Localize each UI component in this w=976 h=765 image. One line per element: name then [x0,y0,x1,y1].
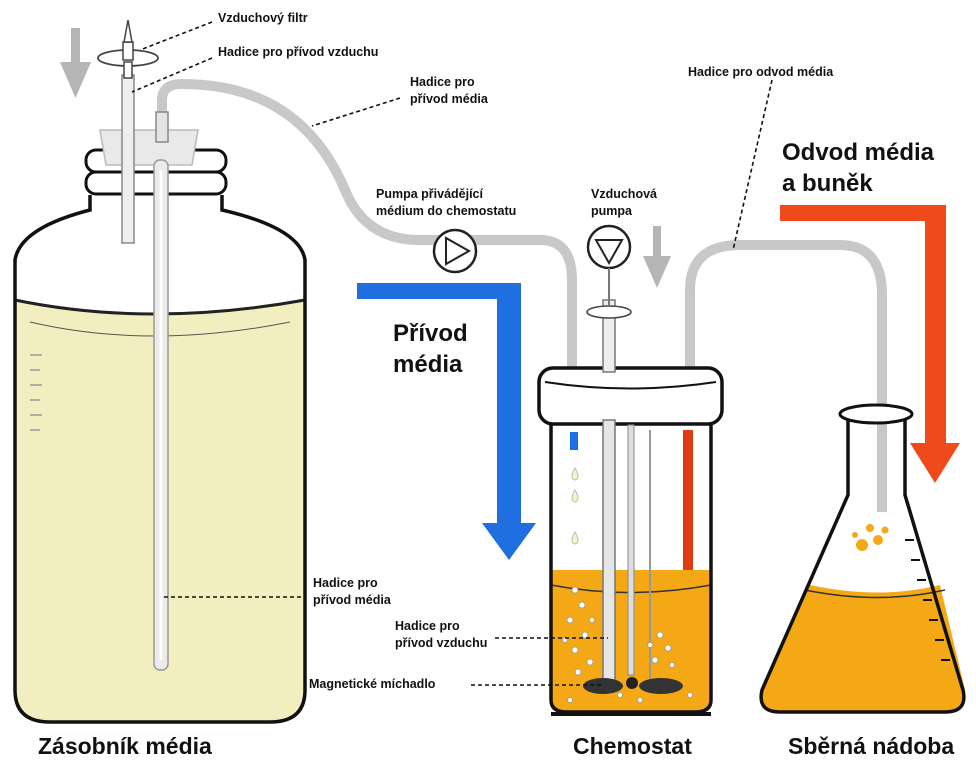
medium-outlet-tube [685,240,887,512]
medium-supply-hose-top-label: Hadice pro přívod média [410,75,488,106]
air-supply-hose-chemostat-label: Hadice pro přívod vzduchu [395,619,488,650]
medium-supply-tube [157,78,577,376]
medium-inflow-label: Přívod média [393,320,468,378]
outflow-label: Odvod média a buněk [782,139,935,197]
air-inflow-arrow [60,28,91,98]
feed-pump-label: Pumpa přivádějící médium do chemostatu [376,187,517,218]
collection-vessel-caption: Sběrná nádoba [788,733,955,759]
reservoir-caption: Zásobník média [38,733,212,759]
feed-pump-icon [432,228,478,274]
medium-inflow-arrow [357,283,536,560]
reservoir-bottle [13,19,307,724]
magnetic-stirrer-label: Magnetické míchadlo [309,677,436,691]
medium-supply-hose-reservoir-label: Hadice pro přívod média [313,576,391,607]
air-pump-label: Vzduchová pumpa [591,187,657,218]
medium-outlet-hose-label: Hadice pro odvod média [688,65,834,79]
air-filter-label: Vzduchový filtr [218,11,308,25]
reservoir-outline [13,195,307,724]
flask-culture [761,585,966,712]
chemostat-caption: Chemostat [573,733,692,759]
outflow-arrow [780,205,960,483]
collection-flask [759,403,966,714]
air-supply-hose-top-label: Hadice pro přívod vzduchu [218,45,379,59]
air-pump-arrow [643,226,671,288]
chemostat-vessel [537,299,724,716]
air-pump-icon [586,224,632,270]
